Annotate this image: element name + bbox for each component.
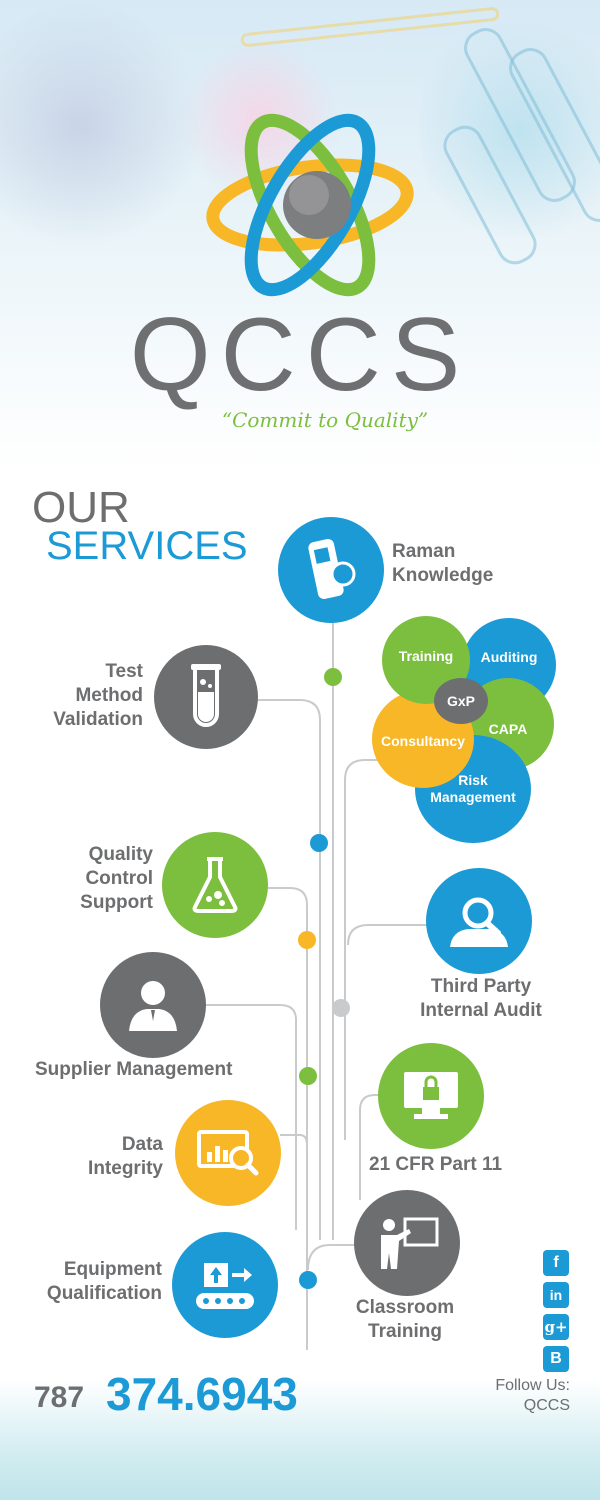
gxp-risk-label: Risk Management — [430, 772, 516, 805]
equipment-qualification-circle — [172, 1232, 278, 1338]
gxp-auditing-label: Auditing — [480, 648, 538, 665]
classroom-training-label: Classroom Training — [355, 1297, 455, 1342]
gxp-capa-label: CAPA — [488, 720, 528, 737]
raman-knowledge-label: Raman Knowledge — [392, 541, 494, 586]
supplier-management-label: Supplier Management — [35, 1059, 233, 1080]
equipment-qualification-label: Equipment Qualification — [46, 1259, 162, 1304]
connector-dot — [299, 1067, 317, 1085]
test-method-circle — [154, 645, 258, 749]
test-tube-icon — [191, 664, 221, 727]
data-integrity-circle — [175, 1100, 281, 1206]
heading-our: OUR — [32, 483, 130, 532]
brand-tagline: “Commit to Quality” — [221, 408, 429, 432]
qccs-atom-logo-icon — [206, 113, 414, 297]
cfr-part-11-circle — [378, 1043, 484, 1149]
phone-number[interactable]: 374.6943 — [106, 1368, 298, 1420]
data-monitor-icon — [197, 1130, 259, 1176]
flask-icon — [192, 857, 238, 913]
connector-dot — [324, 668, 342, 686]
quality-control-label: Quality Control Support — [80, 844, 153, 913]
computer-lock-icon — [404, 1072, 458, 1119]
bottom-background — [0, 1380, 600, 1500]
linkedin-icon[interactable]: in — [543, 1282, 569, 1308]
connector-dot — [310, 834, 328, 852]
heading-services: SERVICES — [46, 524, 248, 568]
third-party-audit-label: Third Party Internal Audit — [420, 976, 542, 1021]
classroom-training-circle — [354, 1190, 460, 1296]
facebook-icon[interactable]: f — [543, 1250, 569, 1276]
gxp-consultancy-label: Consultancy — [380, 732, 465, 749]
connector-dot — [298, 931, 316, 949]
raman-knowledge-circle — [278, 517, 384, 623]
googleplus-icon[interactable]: g+ — [543, 1314, 569, 1340]
blogger-icon[interactable]: B — [543, 1346, 569, 1372]
third-party-audit-circle — [426, 868, 532, 974]
brand-name: QCCS — [129, 297, 471, 413]
quality-control-circle — [162, 832, 268, 938]
auditor-magnifier-icon — [450, 897, 508, 947]
connector-dot — [332, 999, 350, 1017]
phone-area-code: 787 — [34, 1381, 85, 1414]
supplier-management-circle — [100, 952, 206, 1058]
handheld-scanner-icon — [308, 539, 356, 599]
teacher-board-icon — [381, 1217, 439, 1269]
data-integrity-label: Data Integrity — [88, 1134, 163, 1179]
follow-us-handle: QCCS — [523, 1397, 570, 1414]
conveyor-box-icon — [196, 1263, 254, 1309]
cfr-part-11-label: 21 CFR Part 11 — [369, 1154, 503, 1175]
gxp-training-label: Training — [398, 647, 454, 664]
follow-us-text: Follow Us: — [495, 1377, 570, 1394]
gxp-center-label: GxP — [446, 692, 475, 709]
connector-dot — [299, 1271, 317, 1289]
hero-background — [0, 0, 600, 470]
gxp-center-circle: GxP — [434, 678, 488, 724]
test-method-label: Test Method Validation — [53, 661, 143, 730]
person-icon — [129, 981, 177, 1031]
